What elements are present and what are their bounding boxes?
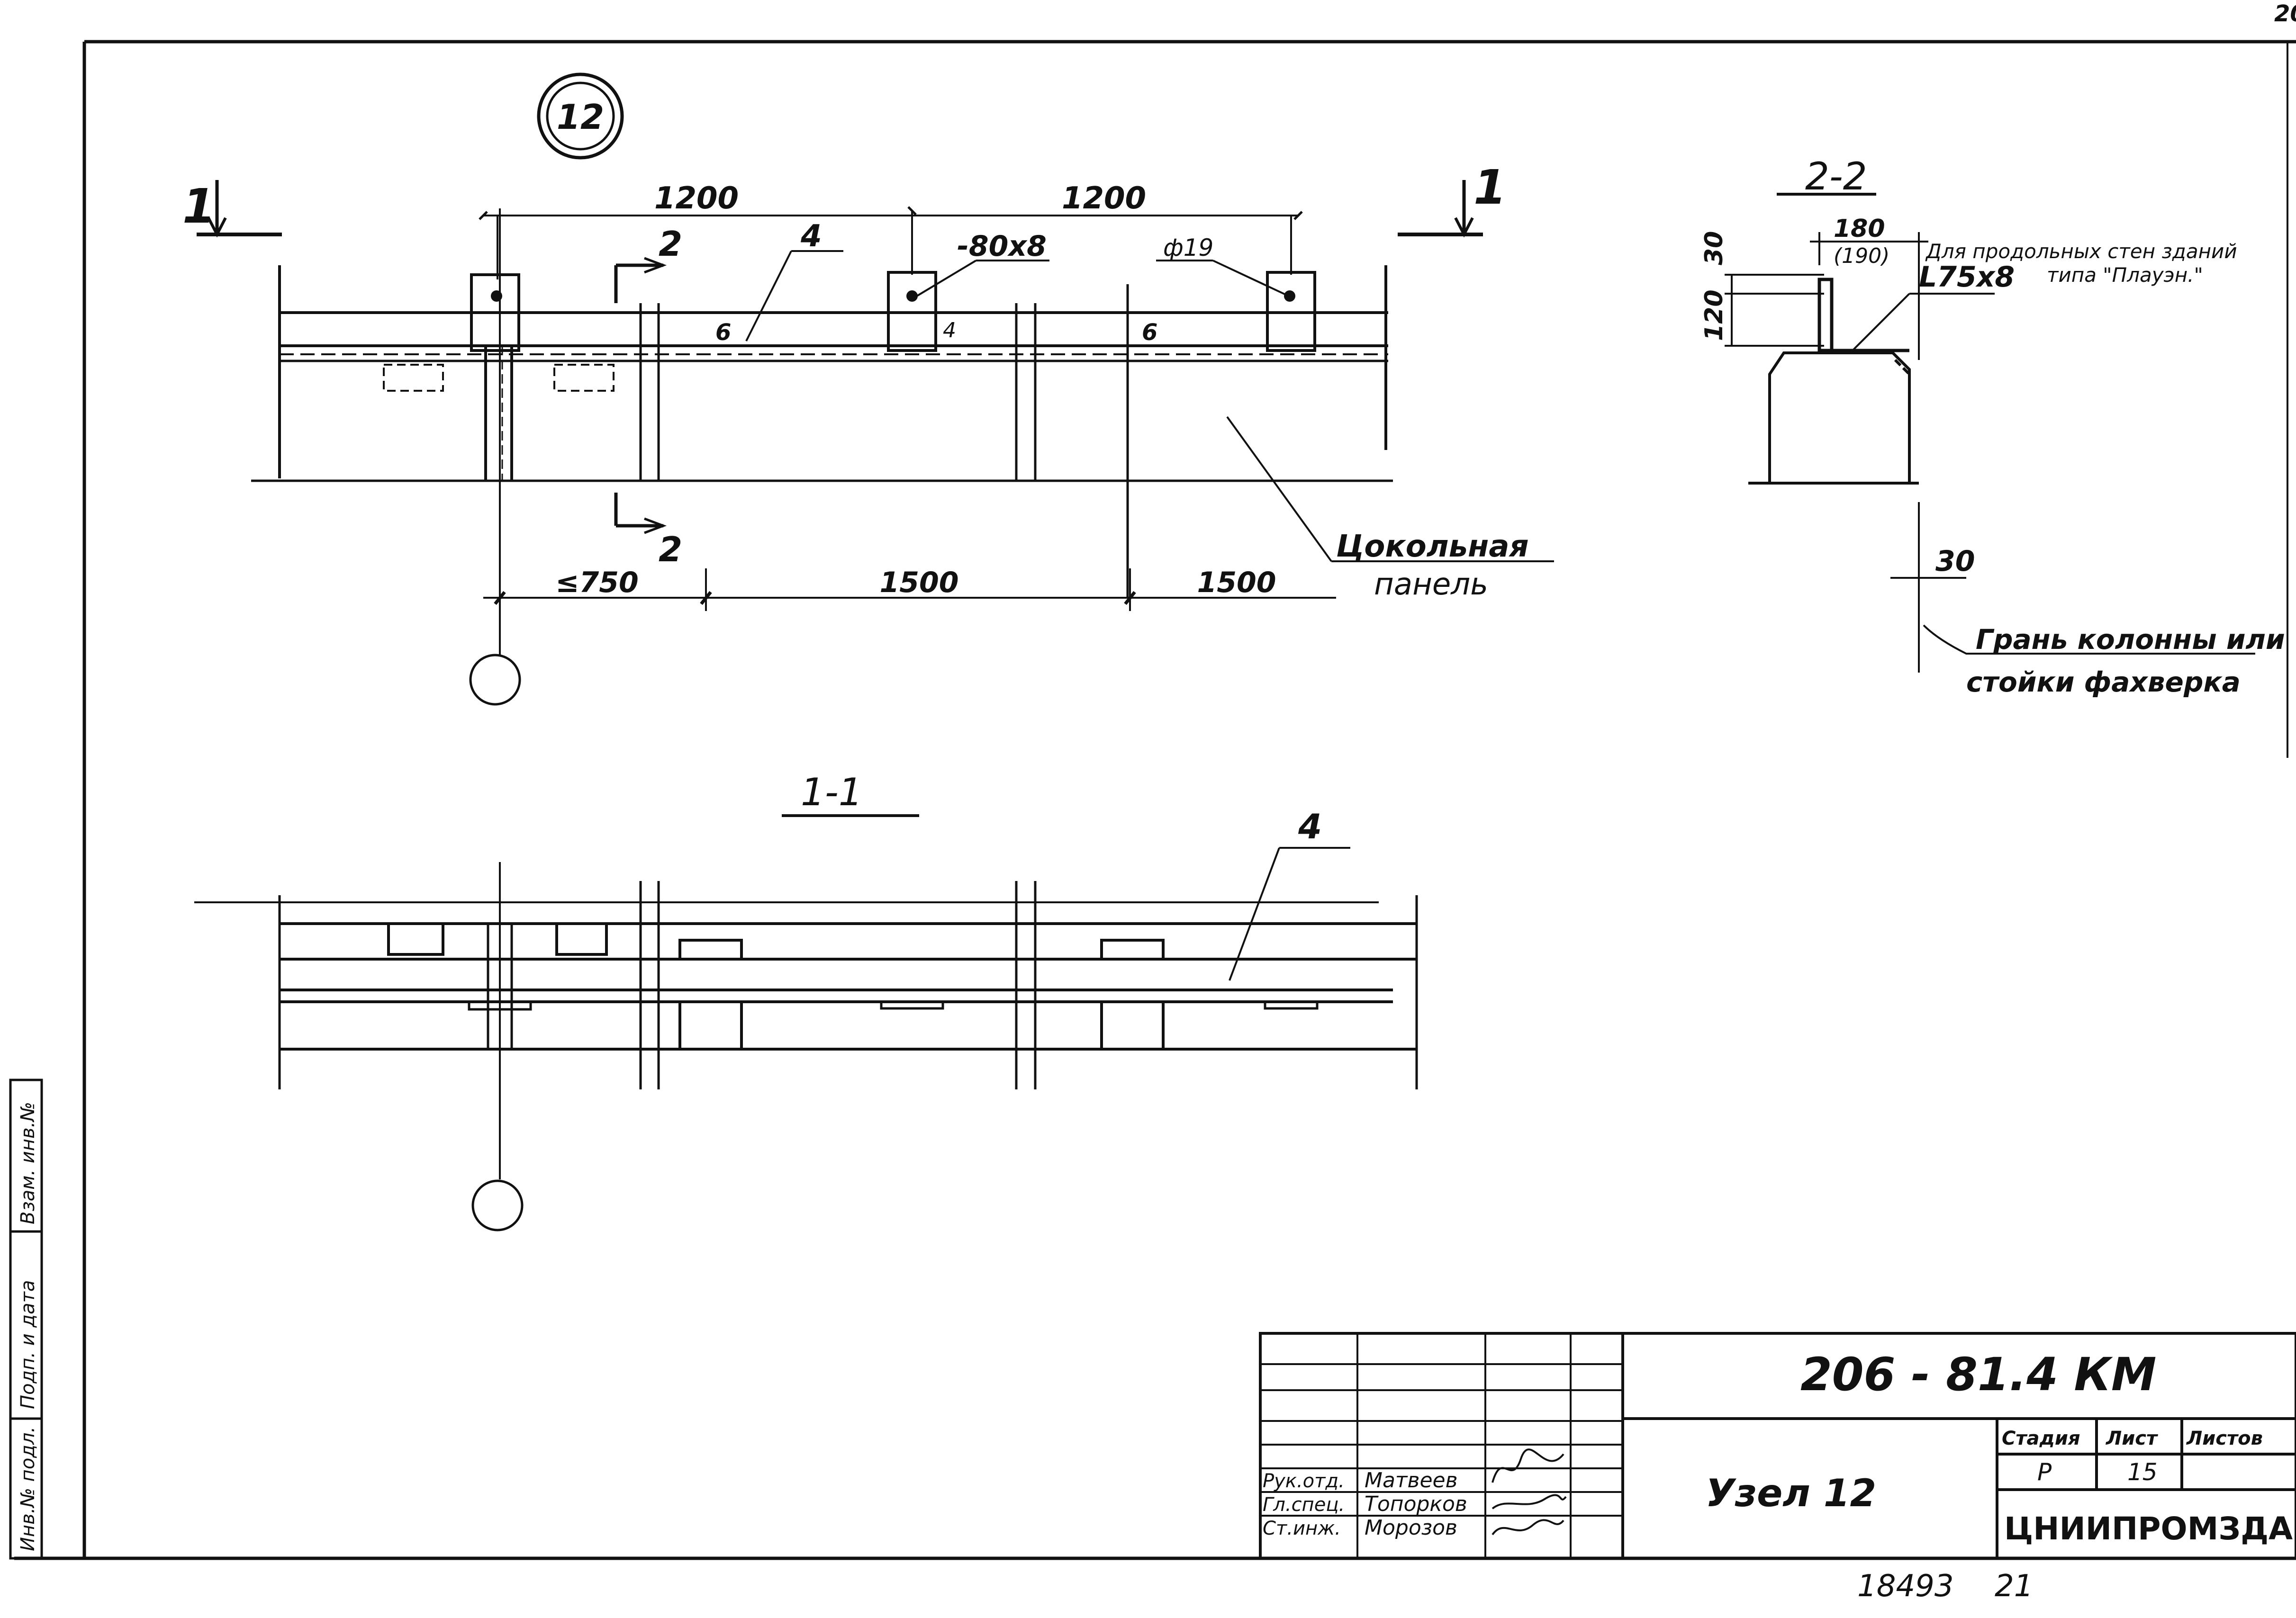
stamp-sign: Подп. и дата — [17, 1280, 39, 1409]
section-22-panel — [1748, 351, 1919, 485]
angle-label: L75x8 — [1919, 261, 2015, 294]
cut-marker-left: 1 — [182, 179, 282, 238]
panel-label-1: Цокольная — [1336, 529, 1529, 564]
bracket-1 — [387, 922, 444, 956]
section-22-title: 2-2 — [1805, 154, 1867, 198]
cut-marker-right: 1 — [1398, 160, 1507, 238]
section-11-weld: 4 — [1298, 807, 1322, 846]
section-11-beam — [278, 895, 1418, 1089]
archive-suffix: 21 — [1995, 1569, 2033, 1604]
plan-weld-4b: 4 — [943, 318, 956, 342]
dim-30-bottom: 30 — [1935, 545, 1975, 578]
staff-role-2: Гл.спец. — [1263, 1494, 1345, 1516]
plan-top-dimensions — [479, 206, 1303, 279]
flat-bar-2 — [1264, 1000, 1319, 1010]
plan-weld-4a: 4 — [800, 219, 822, 254]
staff-role-1: Рук.отд. — [1263, 1470, 1345, 1492]
bracket-6 — [1100, 1000, 1165, 1051]
plan-weld-6b: 6 — [1142, 319, 1157, 346]
plan-dashed-opening-2 — [553, 364, 615, 392]
node-number: 12 — [557, 97, 604, 137]
staff-name-1: Матвеев — [1365, 1468, 1458, 1492]
stamp-inv: Инв.№ подл. — [17, 1427, 39, 1551]
stamp-replace: Взам. инв.№ — [17, 1102, 39, 1224]
cut-label-right: 1 — [1473, 160, 1507, 215]
hole-label: ф19 — [1163, 234, 1213, 261]
section-11-title: 1-1 — [801, 770, 863, 814]
plate-2 — [887, 271, 937, 352]
node-marker: 12 — [537, 72, 624, 160]
doc-code: 206 - 81.4 КМ — [1800, 1348, 2156, 1401]
section-label-2-bottom: 2 — [659, 530, 682, 569]
staff-name-2: Топорков — [1365, 1492, 1467, 1516]
grid-bubble-plan — [469, 654, 521, 706]
dim-span-1: 1200 — [654, 181, 739, 216]
sheet-header: Лист — [2106, 1428, 2159, 1449]
dim-1500-a: 1500 — [880, 566, 959, 599]
org-name: ЦНИИПРОМЗДАНИЙ — [2004, 1510, 2296, 1547]
dim-1500-b: 1500 — [1197, 566, 1276, 599]
face-line-1: Грань колонны или — [1976, 623, 2285, 656]
side-stamp: Взам. инв.№ Подп. и дата Инв.№ подл. — [9, 1079, 43, 1560]
sheet-title: Узел 12 — [1706, 1471, 1876, 1515]
dim-30-top: 30 — [1700, 231, 1728, 265]
plan-break-lines — [639, 284, 1129, 597]
section-label-2-top: 2 — [659, 224, 682, 264]
signatures — [1491, 1448, 1567, 1536]
note-line-2: типа "Плауэн." — [2047, 263, 2203, 287]
panel-label-2: панель — [1374, 567, 1488, 602]
plan-beam — [251, 265, 1393, 482]
archive-number: 18493 — [1857, 1569, 1954, 1604]
face-line-2: стойки фахверка — [1966, 666, 2241, 698]
bracket-4 — [1100, 939, 1165, 961]
bracket-3 — [678, 939, 743, 961]
dim-180: 180 — [1834, 215, 1885, 243]
stage-value: Р — [2037, 1458, 2052, 1486]
dim-750: ≤750 — [555, 566, 639, 599]
plan-column — [484, 346, 513, 481]
section-2-2: 2-2 180 (190) 30 120 L75x8 Для продольны… — [1700, 154, 2285, 698]
sheet-number: 20 — [2274, 0, 2296, 27]
section-11-joints — [487, 881, 1037, 1089]
plate-3 — [1266, 271, 1316, 352]
grid-bubble-section — [471, 1179, 524, 1231]
staff-name-3: Морозов — [1365, 1516, 1457, 1540]
flat-bar-1 — [880, 1000, 944, 1010]
dim-span-2: 1200 — [1062, 181, 1146, 216]
note-line-1: Для продольных стен зданий — [1925, 240, 2237, 263]
plan-bottom-dimensions — [483, 568, 1336, 611]
section-mark-2-bottom — [614, 493, 667, 534]
stage-header: Стадия — [2002, 1428, 2080, 1449]
section-mark-2-top — [614, 257, 667, 303]
title-block — [1259, 1332, 2296, 1560]
cut-label-left: 1 — [182, 179, 216, 234]
angle-profile — [1817, 278, 1909, 352]
plan-view: 1 1 1200 1200 — [182, 160, 1554, 706]
dim-190: (190) — [1834, 244, 1889, 268]
dim-120: 120 — [1700, 289, 1728, 341]
sheets-header: Листов — [2186, 1428, 2263, 1449]
staff-role-3: Ст.инж. — [1263, 1518, 1341, 1539]
plate-label: -80x8 — [957, 230, 1047, 263]
bracket-5 — [678, 1000, 743, 1051]
bracket-2 — [555, 922, 608, 956]
leader-4 — [745, 251, 792, 342]
plan-dashed-opening-1 — [383, 364, 444, 392]
section-1-1: 1-1 — [194, 770, 1418, 1231]
plan-weld-6a: 6 — [715, 319, 731, 346]
sheet-value: 15 — [2127, 1458, 2158, 1486]
